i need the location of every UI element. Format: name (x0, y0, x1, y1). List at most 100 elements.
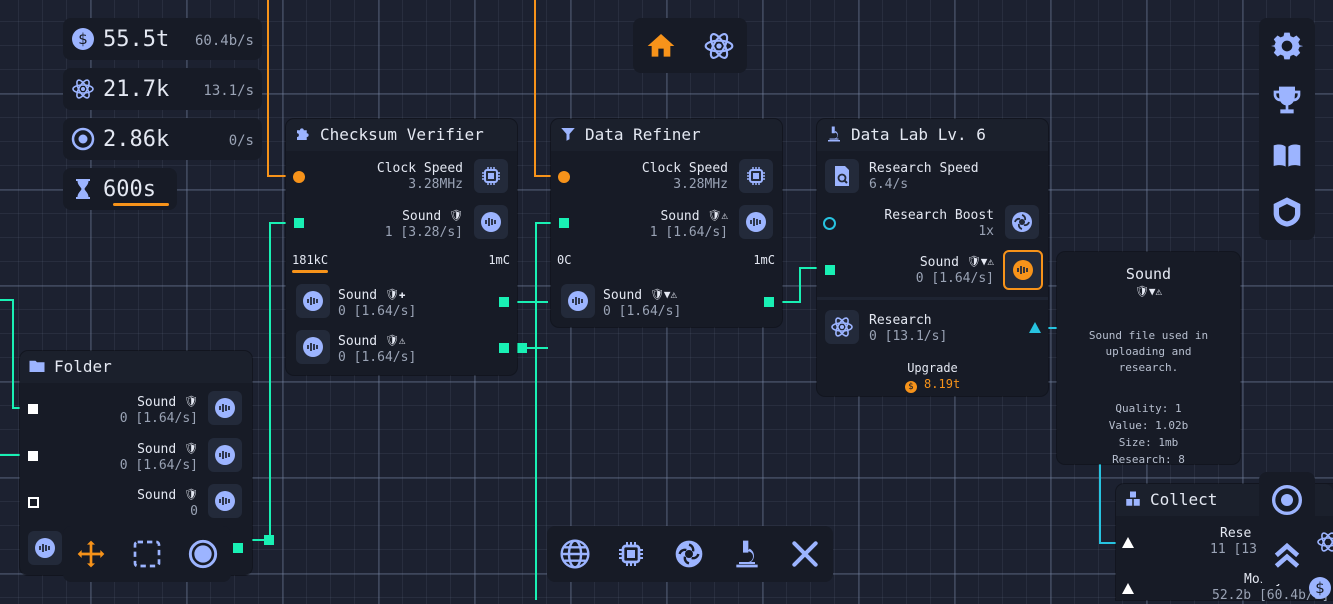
tooltip-title: Sound (1125, 265, 1172, 283)
panel-title[interactable]: Checksum Verifier (286, 119, 517, 151)
sound-input-port[interactable] (825, 265, 835, 275)
tooltip-description: Sound file used in uploading and researc… (1088, 329, 1209, 374)
puzzle-icon (297, 128, 309, 140)
divider (817, 297, 1048, 300)
folder-input-port[interactable] (28, 404, 38, 414)
home-icon[interactable] (645, 30, 677, 62)
folder-output-port[interactable] (233, 543, 243, 553)
shield-glyph: 🛡 (184, 395, 198, 408)
research-boost-label: Research Boost (884, 208, 994, 223)
side-bottom-menu (1259, 472, 1315, 584)
clock-speed-value: 3.28MHz (408, 177, 463, 192)
research-output-label: Research (869, 313, 932, 328)
sound-input-label: Sound (402, 209, 442, 224)
progress-left: 181kC (292, 253, 329, 267)
output-label: Sound (603, 288, 643, 303)
circle-icon[interactable] (187, 538, 219, 570)
microscope-icon[interactable] (731, 538, 763, 570)
collect-input-port[interactable] (1122, 537, 1134, 548)
sound-input-value: 1 [1.64/s] (649, 225, 728, 240)
shield-glyph: 🛡 (449, 209, 463, 222)
folder-item-value: 0 [1.64/s] (119, 411, 198, 426)
sound-wave-icon[interactable] (1003, 250, 1043, 290)
book-icon[interactable] (1271, 140, 1303, 172)
gear-icon[interactable] (1271, 30, 1303, 62)
microscope-icon (828, 126, 840, 142)
dollar-icon: $ (1308, 576, 1333, 600)
boost-input-port[interactable] (823, 217, 836, 230)
clock-input-port[interactable] (293, 171, 305, 183)
research-doc-icon (825, 159, 859, 193)
select-icon[interactable] (131, 538, 163, 570)
shield-puzzle-glyph: 🛡✚ (384, 288, 406, 301)
panel-title[interactable]: Data Lab Lv. 6 (817, 119, 1048, 151)
collect-title: Collect (1150, 490, 1218, 509)
svg-text:$: $ (78, 30, 88, 48)
output-port[interactable] (499, 297, 509, 307)
target-icon[interactable] (1271, 484, 1303, 516)
output-port[interactable] (499, 343, 509, 353)
atom-icon (71, 77, 95, 101)
target-icon (71, 127, 95, 151)
output-port[interactable] (764, 297, 774, 307)
sound-input-port[interactable] (559, 218, 569, 228)
shield-funnel-warning-glyph: 🛡▼⚠ (966, 255, 994, 268)
chip-icon[interactable] (615, 538, 647, 570)
globe-icon[interactable] (559, 538, 591, 570)
folder-input-port[interactable] (28, 497, 39, 508)
atom-icon[interactable] (703, 30, 735, 62)
fan-icon[interactable] (673, 538, 705, 570)
collect-row-label: Rese (1220, 526, 1252, 541)
fan-icon (1005, 205, 1039, 239)
research-output-value: 0 [13.1/s] (869, 329, 948, 344)
resource-value: 600s (103, 177, 156, 202)
tooltip-stat: Size: 1mb (1118, 436, 1179, 449)
resource-value: 55.5t (103, 27, 170, 52)
folder-input-port[interactable] (28, 451, 38, 461)
panel-title[interactable]: Data Refiner (551, 119, 782, 151)
shield-funnel-warning-glyph: 🛡▼⚠ (649, 288, 678, 301)
atom-icon (1316, 530, 1333, 554)
resource-rate: 0/s (228, 133, 254, 149)
output-label: Sound (338, 288, 378, 303)
chevrons-up-icon[interactable] (1271, 538, 1303, 570)
research-output-port[interactable] (1029, 322, 1041, 333)
shield-icon[interactable] (1271, 196, 1303, 228)
datalab-title: Data Lab Lv. 6 (851, 125, 986, 144)
folder-item-label: Sound (137, 488, 177, 503)
chip-icon (739, 159, 773, 193)
resource-value: 2.86k (103, 127, 170, 152)
coin-icon: $ (904, 381, 917, 393)
sound-input-port[interactable] (294, 218, 304, 228)
top-tab-bar (633, 18, 747, 73)
clock-input-port[interactable] (558, 171, 570, 183)
trophy-icon[interactable] (1271, 84, 1303, 116)
folder-title: Folder (54, 357, 112, 376)
sound-wave-icon (296, 284, 330, 318)
shield-glyph: 🛡 (184, 488, 198, 501)
tooltip-stat: Quality: 1 (1115, 402, 1182, 415)
dollar-icon: $ (71, 27, 95, 51)
move-icon[interactable] (75, 538, 107, 570)
output-value: 0 [1.64/s] (603, 304, 682, 319)
tooltip-stat: Value: 1.02b (1108, 419, 1189, 432)
upgrade-button[interactable]: Upgrade $ 8.19t (817, 357, 1048, 396)
clock-speed-label: Clock Speed (376, 161, 463, 176)
sound-input-label: Sound (660, 209, 700, 224)
output-label: Sound (338, 334, 378, 349)
progress-right: 1mC (753, 253, 775, 267)
tools-icon[interactable] (789, 538, 821, 570)
checksum-title: Checksum Verifier (320, 125, 484, 144)
research-boost-value: 1x (978, 224, 994, 239)
sound-wave-icon (208, 438, 242, 472)
panel-title[interactable]: Folder (20, 351, 252, 383)
collect-input-port[interactable] (1122, 583, 1134, 594)
svg-text:$: $ (1315, 579, 1325, 597)
mode-toolbar (63, 526, 231, 582)
